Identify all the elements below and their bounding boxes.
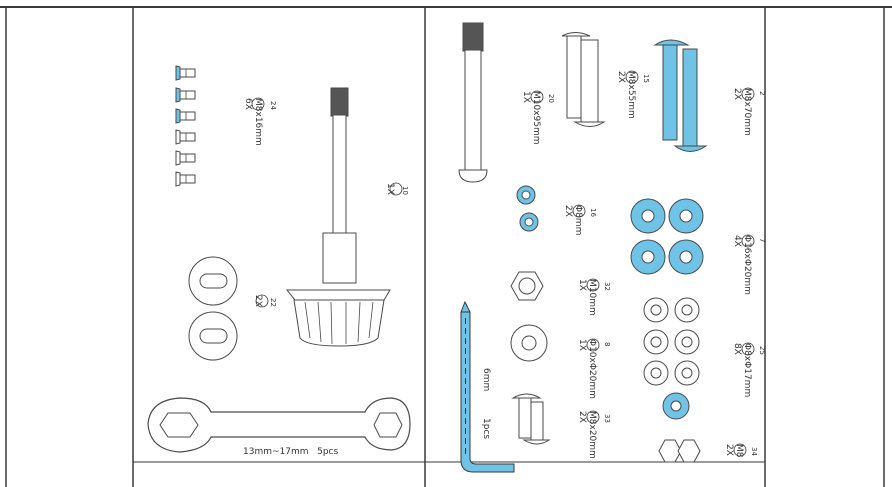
part-7-blue-washers [630, 198, 755, 275]
part-25-qty: 8X [732, 343, 742, 355]
part-7-size: Φ16xΦ20mm [742, 235, 752, 295]
part-34-nuts [658, 439, 747, 463]
part-33-size: M8x20mm [587, 411, 597, 459]
part-22-number: 22 [269, 298, 277, 307]
part-24-screws [175, 65, 265, 187]
part-10-label: 10 1X [385, 183, 409, 195]
wrench-qty: 5pcs [317, 447, 339, 457]
part-16-size: Φ8mm [573, 205, 583, 236]
hex-key [460, 300, 515, 473]
part-2-number: 2 [758, 91, 766, 96]
part-25-washers [643, 297, 755, 420]
hex-key-qty: 1pcs [481, 418, 491, 439]
part-15-size: M8x55mm [626, 71, 636, 119]
part-32-hex-nut [510, 271, 600, 301]
part-20-number: 20 [547, 94, 555, 103]
hex-key-qty-text: 1pcs [481, 418, 491, 440]
wrench [147, 397, 411, 453]
part-34-number: 34 [750, 447, 758, 456]
wrench-label: 13mm~17mm 5pcs [243, 447, 338, 457]
part-16-number: 16 [589, 208, 597, 217]
part-24-size: M8x16mm [253, 98, 263, 146]
part-7-number: 7 [758, 238, 766, 243]
hex-key-size: 6mm [481, 368, 491, 391]
part-16-label: 16 Φ8mm 2X [563, 205, 597, 236]
part-8-size: Φ10xΦ20mm [587, 339, 597, 399]
part-2-size: M8x70mm [742, 88, 752, 136]
part-16-qty: 2X [563, 205, 573, 217]
part-20-label: 20 M10x95mm 1X [521, 91, 555, 145]
part-20-long-bolt [458, 22, 544, 183]
part-32-label: 32 M10mm 1X [577, 279, 611, 316]
part-8-label: 8 Φ10xΦ20mm 1X [577, 339, 611, 399]
part-33-label: 33 M8x20mm 2X [577, 411, 611, 459]
part-8-washer [510, 324, 600, 362]
part-20-qty: 1X [521, 91, 531, 103]
part-10-number: 10 [401, 186, 409, 195]
part-33-number: 33 [603, 414, 611, 423]
hex-key-size-text: 6mm [481, 368, 491, 392]
part-2-label: 2 M8x70mm 2X [732, 88, 766, 136]
part-22-qty: 2X [253, 295, 263, 307]
part-25-number: 25 [758, 346, 766, 355]
part-2-blue-bolts [653, 39, 755, 152]
part-34-size: M8 [734, 444, 744, 458]
part-33-screws [511, 393, 600, 445]
part-25-size: Φ8xΦ17mm [742, 343, 752, 398]
part-8-qty: 1X [577, 339, 587, 351]
part-24-number: 24 [269, 101, 277, 110]
part-16-spring-washers [516, 185, 586, 232]
part-15-screws [561, 32, 639, 127]
part-24-label: 24 M8x16mm 6X [243, 98, 277, 146]
part-15-number: 15 [642, 74, 650, 83]
part-32-qty: 1X [577, 279, 587, 291]
part-32-number: 32 [603, 282, 611, 291]
part-24-qty: 6X [243, 98, 253, 110]
part-7-qty: 4X [732, 235, 742, 247]
part-25-label: 25 Φ8xΦ17mm 8X [732, 343, 766, 398]
part-32-size: M10mm [587, 279, 597, 316]
part-22-oval-washers [188, 256, 269, 361]
table-borders [0, 6, 892, 487]
part-10-knob-bolt [285, 87, 403, 347]
part-15-qty: 2X [616, 71, 626, 83]
wrench-size: 13mm~17mm [243, 447, 309, 457]
part-22-label: 22 2X [253, 295, 277, 307]
part-2-qty: 2X [732, 88, 742, 100]
part-34-qty: 2X [724, 444, 734, 456]
part-15-label: 15 M8x55mm 2X [616, 71, 650, 119]
part-8-number: 8 [603, 342, 611, 347]
part-34-label: 34 M8 2X [724, 444, 758, 458]
part-10-qty: 1X [385, 183, 395, 195]
part-7-label: 7 Φ16xΦ20mm 4X [732, 235, 766, 295]
part-20-size: M10x95mm [531, 91, 541, 145]
part-33-qty: 2X [577, 411, 587, 423]
